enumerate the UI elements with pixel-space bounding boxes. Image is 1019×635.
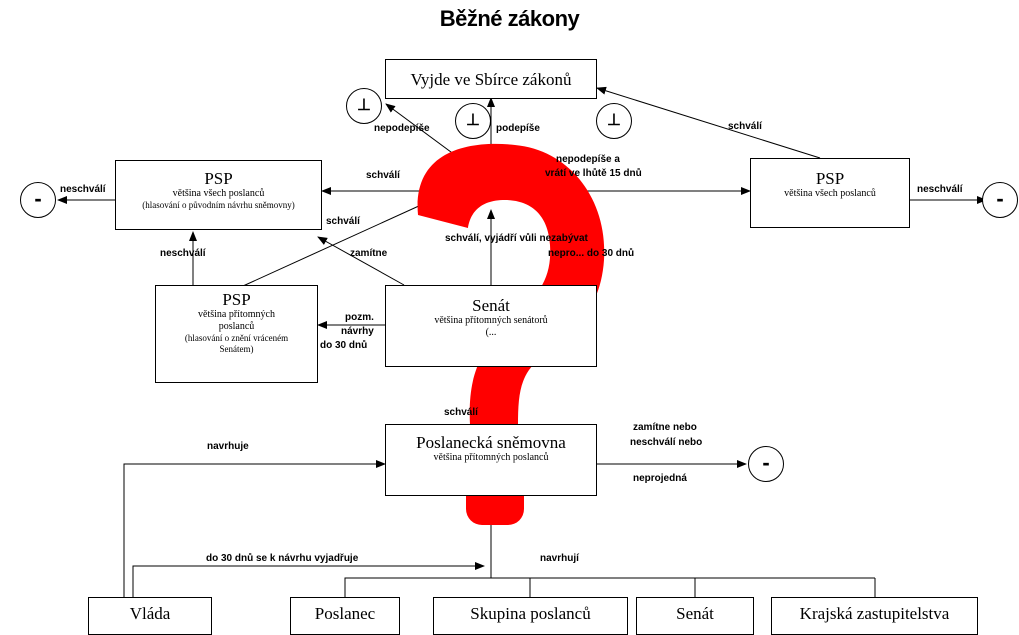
box-psp-all-right: PSP většina všech poslanců bbox=[750, 158, 910, 228]
psp-present-line1: většina přítomných bbox=[198, 309, 275, 320]
minus-icon: - bbox=[34, 186, 42, 211]
poslanec-title: Poslanec bbox=[314, 604, 376, 623]
tee-icon: ⊥ bbox=[466, 112, 480, 129]
label-schvali-vyjadri-2: nepro... do 30 dnů bbox=[548, 248, 635, 259]
senat-bottom-title: Senát bbox=[676, 604, 714, 623]
box-senat-bottom: Senát bbox=[636, 597, 754, 635]
label-navrhuji: navrhují bbox=[540, 553, 579, 564]
box-psp-present: PSP většina přítomných poslanců (hlasová… bbox=[155, 285, 318, 383]
psp-present-line4: Senátem) bbox=[219, 344, 254, 354]
label-neschvali-left: neschválí bbox=[60, 184, 106, 195]
label-schvali-low: schválí bbox=[444, 407, 478, 418]
label-zamitne: zamítne bbox=[350, 248, 388, 259]
label-nepodepise-a-1: nepodepíše a bbox=[556, 154, 620, 165]
label-pozm-3: do 30 dnů bbox=[320, 340, 368, 351]
label-zamitne-nebo-2: neschválí nebo bbox=[630, 437, 703, 448]
label-nepodepise-a-2: vrátí ve lhůtě 15 dnů bbox=[545, 168, 642, 179]
minus-circle-left: - bbox=[20, 182, 56, 218]
box-sbirka: Vyjde ve Sbírce zákonů bbox=[385, 59, 597, 99]
label-schvali-top-right: schválí bbox=[728, 121, 762, 132]
psp-present-line2: poslanců bbox=[218, 321, 255, 332]
label-neschvali-up: neschválí bbox=[160, 248, 206, 259]
label-nepodepise: nepodepíše bbox=[374, 123, 430, 134]
minus-icon: - bbox=[996, 186, 1004, 211]
snemovna-title: Poslanecká sněmovna bbox=[416, 433, 566, 452]
label-schvali-mid: schválí bbox=[366, 170, 400, 181]
label-podepise: podepíše bbox=[496, 123, 540, 134]
box-snemovna: Poslanecká sněmovna většina přítomných p… bbox=[385, 424, 597, 496]
psp-right-title: PSP bbox=[815, 169, 845, 188]
snemovna-line1: většina přítomných poslanců bbox=[433, 452, 549, 463]
box-sbirka-title: Vyjde ve Sbírce zákonů bbox=[410, 70, 572, 89]
minus-circle-right: - bbox=[982, 182, 1018, 218]
minus-circle-snemovna: - bbox=[748, 446, 784, 482]
box-senat: Senát většina přítomných senátorů (... bbox=[385, 285, 597, 367]
line-psp-present-to-center bbox=[242, 199, 433, 287]
tee-circle-nepodepise: ⊥ bbox=[346, 88, 382, 124]
senat-title: Senát bbox=[472, 296, 510, 315]
tee-icon: ⊥ bbox=[357, 97, 371, 114]
psp-left-line1: většina všech poslanců bbox=[172, 188, 265, 199]
krajska-title: Krajská zastupitelstva bbox=[799, 604, 950, 623]
psp-left-line2: (hlasování o původním návrhu sněmovny) bbox=[142, 200, 295, 210]
psp-left-title: PSP bbox=[204, 169, 233, 188]
arrow-vlada-vyjadruje bbox=[132, 562, 485, 597]
psp-present-title: PSP bbox=[222, 290, 251, 309]
minus-icon: - bbox=[762, 450, 770, 475]
label-navrhuje: navrhuje bbox=[207, 441, 249, 452]
label-schvali-vyjadri-1: schválí, vyjádří vůli nezabývat bbox=[445, 233, 588, 244]
label-neschvali-right: neschválí bbox=[917, 184, 963, 195]
skupina-title: Skupina poslanců bbox=[470, 604, 591, 623]
label-pozm-1: pozm. bbox=[345, 312, 374, 323]
psp-present-line3: (hlasování o znění vráceném bbox=[184, 333, 289, 343]
label-zamitne-nebo-1: zamítne nebo bbox=[633, 422, 697, 433]
box-skupina: Skupina poslanců bbox=[433, 597, 628, 635]
vlada-title: Vláda bbox=[129, 604, 171, 623]
arrow-right-schvali-to-sbirka bbox=[596, 86, 821, 159]
bottom-bus bbox=[344, 577, 875, 597]
arrow-vlada-navrhuje bbox=[123, 460, 386, 597]
tee-icon: ⊥ bbox=[607, 112, 621, 129]
label-schvali-diag: schválí bbox=[326, 216, 360, 227]
psp-right-line1: většina všech poslanců bbox=[784, 188, 876, 199]
label-neprojedna: neprojedná bbox=[633, 473, 687, 484]
label-pozm-2: návrhy bbox=[341, 326, 374, 337]
box-vlada: Vláda bbox=[88, 597, 212, 635]
senat-line2: (... bbox=[485, 327, 497, 338]
box-psp-all-left: PSP většina všech poslanců (hlasování o … bbox=[115, 160, 322, 230]
box-poslanec: Poslanec bbox=[290, 597, 400, 635]
tee-circle-podepise: ⊥ bbox=[455, 103, 491, 139]
label-do-30-dnu: do 30 dnů se k návrhu vyjadřuje bbox=[206, 553, 359, 564]
box-krajska: Krajská zastupitelstva bbox=[771, 597, 978, 635]
page-title: Běžné zákony bbox=[439, 6, 580, 31]
senat-line1: většina přítomných senátorů bbox=[434, 315, 548, 326]
arrow-senat-zamitne bbox=[317, 236, 405, 286]
tee-circle-right: ⊥ bbox=[596, 103, 632, 139]
